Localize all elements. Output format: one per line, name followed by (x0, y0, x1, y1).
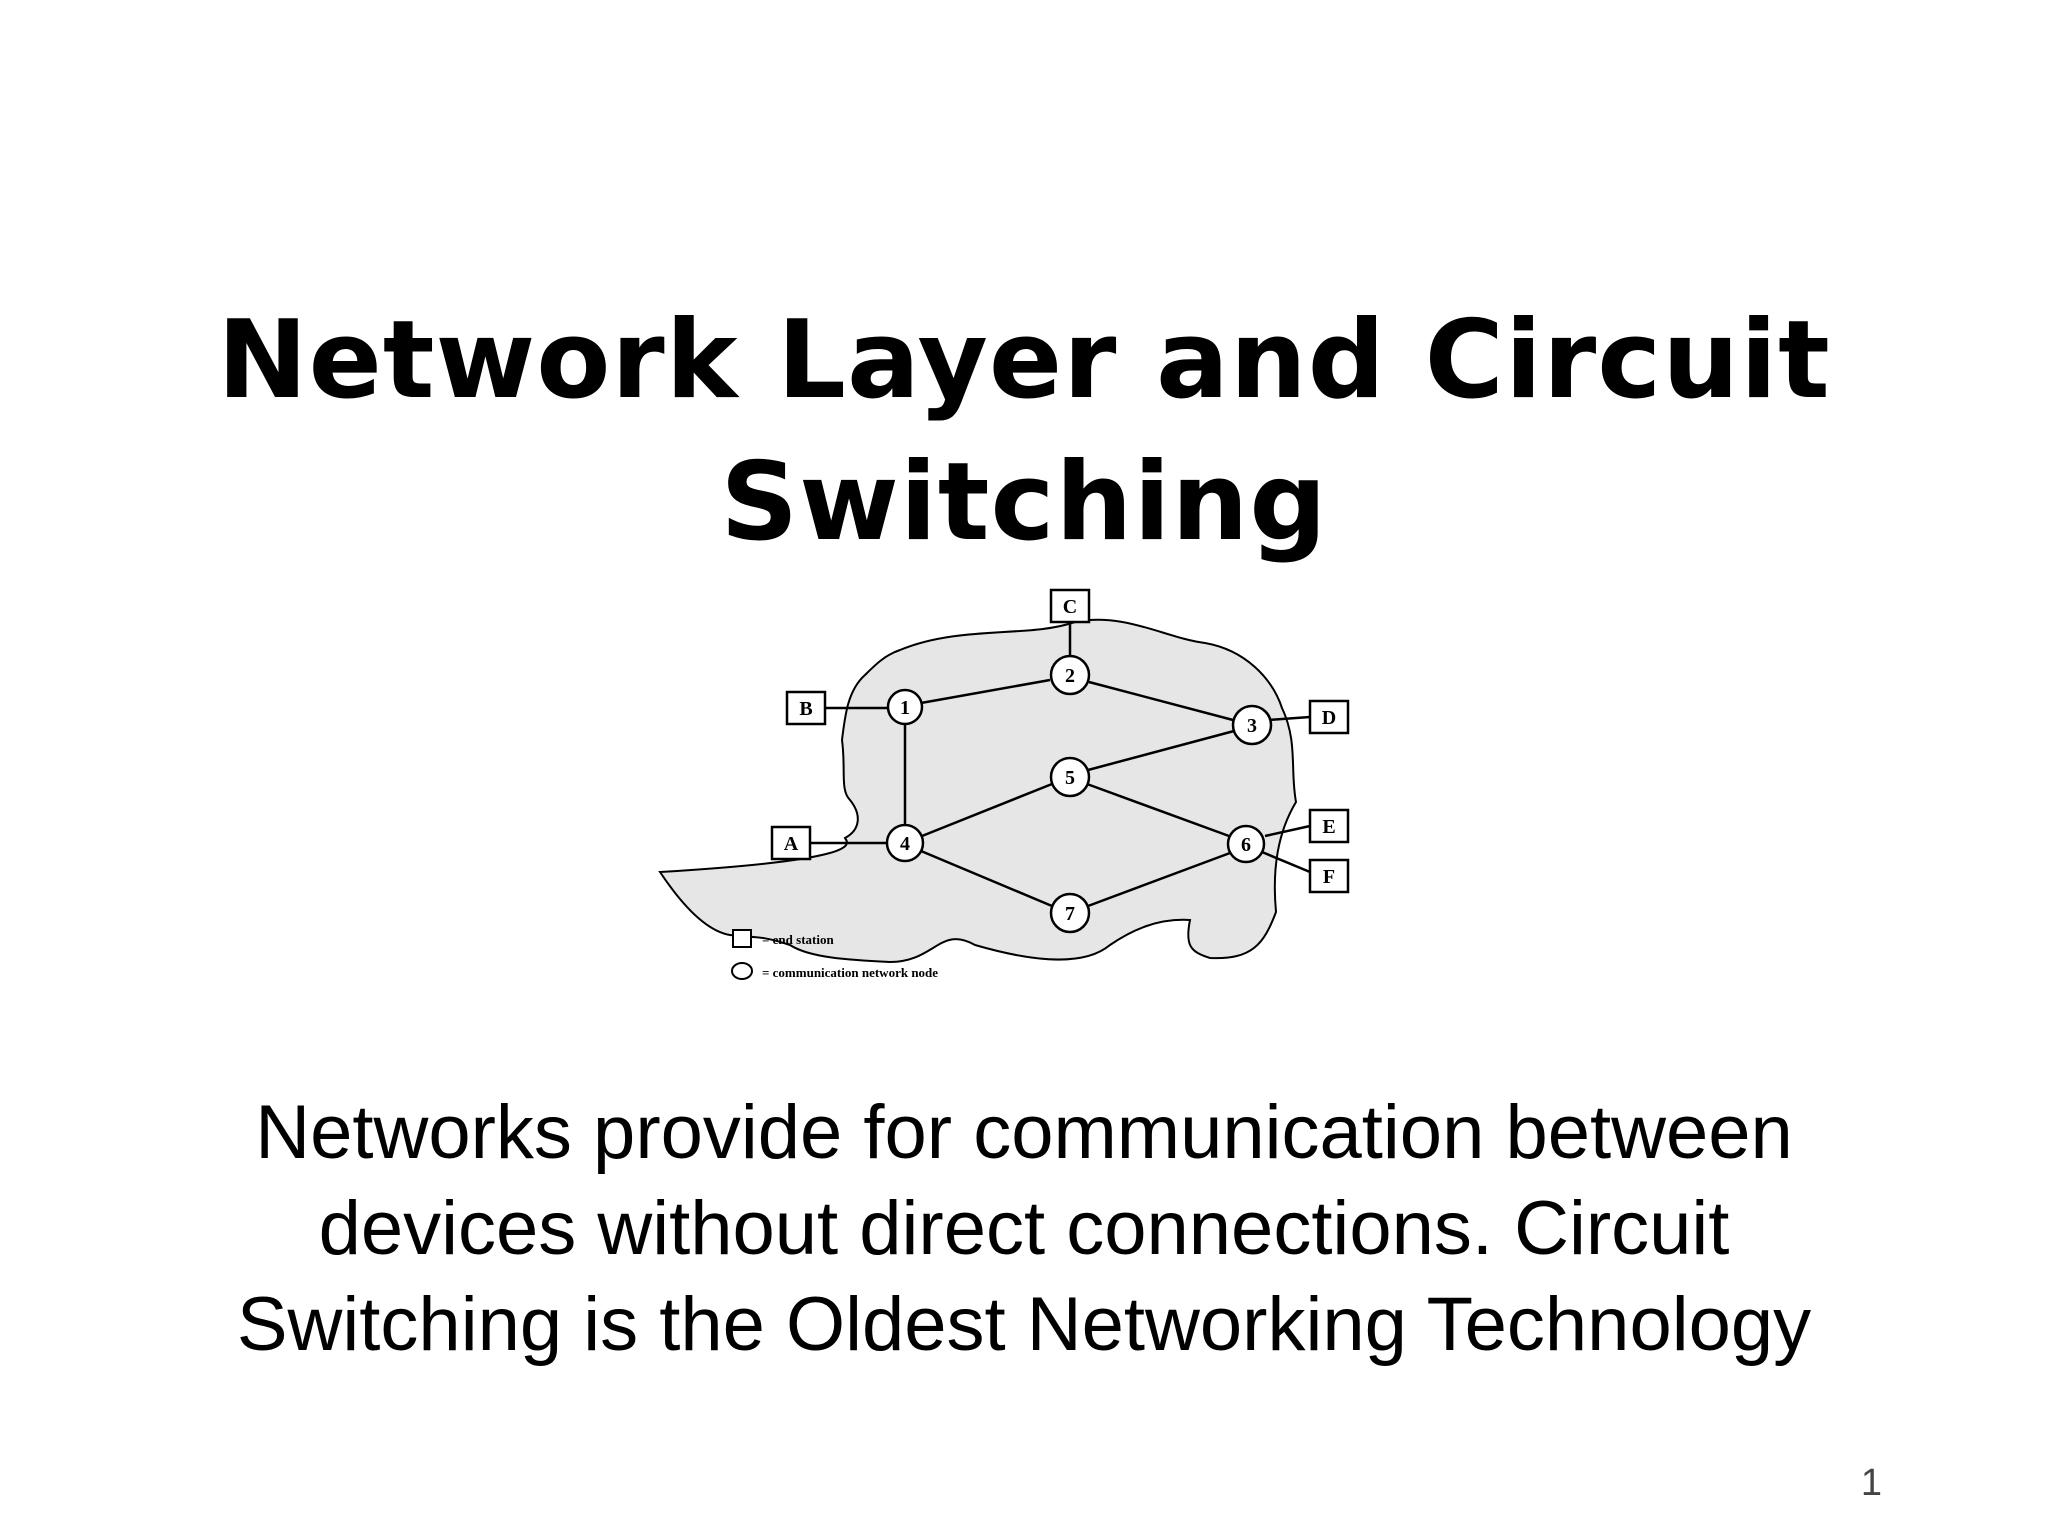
node-3-circle (1231, 704, 1273, 746)
link-5-6 (1086, 782, 1230, 838)
node-6-label: 6 (1241, 834, 1251, 856)
slide-title: Network Layer and Circuit Switching (0, 290, 2048, 574)
link-5-3 (1087, 729, 1235, 772)
slide-title-line-1: Network Layer and Circuit (217, 298, 1831, 423)
node-7-circle (1049, 892, 1091, 934)
node-5-label: 5 (1065, 767, 1075, 789)
node-2-circle (1049, 654, 1091, 696)
station-e-label: E (1322, 816, 1335, 838)
node-3-label: 3 (1247, 715, 1257, 737)
node-1-label: 1 (900, 697, 910, 719)
diagram-legend: = end station = communication network no… (731, 929, 938, 980)
network-links (810, 622, 1311, 908)
network-nodes (885, 654, 1273, 934)
station-b-label: B (799, 698, 812, 720)
end-stations (770, 588, 1350, 894)
node-1-circle (886, 688, 924, 726)
station-c-box (1049, 588, 1091, 624)
station-e-box (1308, 808, 1350, 844)
node-4-circle (885, 823, 925, 863)
node-4-label: 4 (900, 833, 910, 855)
slide-title-line-2: Switching (720, 440, 1328, 565)
station-b-box (785, 690, 827, 726)
link-6-f (1261, 850, 1311, 874)
network-cloud (658, 618, 1298, 964)
station-d-box (1308, 699, 1350, 735)
link-3-d (1267, 715, 1311, 722)
link-4-7 (920, 849, 1053, 908)
slide-body-line-3: Switching is the Oldest Networking Techn… (236, 1282, 1812, 1367)
station-f-box (1308, 858, 1350, 894)
node-7-label: 7 (1065, 903, 1075, 925)
legend-end-station-icon (732, 929, 752, 948)
station-c-label: C (1063, 596, 1077, 618)
station-a-label: A (784, 833, 799, 855)
slide-body-line-1: Networks provide for communication betwe… (255, 1090, 1793, 1175)
station-f-label: F (1323, 866, 1335, 888)
slide-body-line-2: devices without direct connections. Circ… (318, 1186, 1730, 1271)
station-a-box (770, 825, 812, 861)
node-5-circle (1049, 756, 1091, 798)
link-4-5 (921, 782, 1053, 838)
legend-end-station-text: = end station (762, 932, 834, 947)
legend-network-node-text: = communication network node (762, 965, 938, 980)
link-7-6 (1087, 851, 1231, 908)
page-number: 1 (1860, 1462, 1882, 1504)
legend-network-node-icon (731, 962, 753, 980)
station-d-label: D (1322, 707, 1336, 729)
node-6-circle (1226, 824, 1266, 864)
node-2-label: 2 (1065, 665, 1075, 687)
slide-body-text: Networks provide for communication betwe… (100, 1085, 1948, 1373)
link-6-e (1264, 824, 1311, 838)
link-2-3 (1088, 680, 1234, 722)
link-1-2 (920, 678, 1051, 705)
